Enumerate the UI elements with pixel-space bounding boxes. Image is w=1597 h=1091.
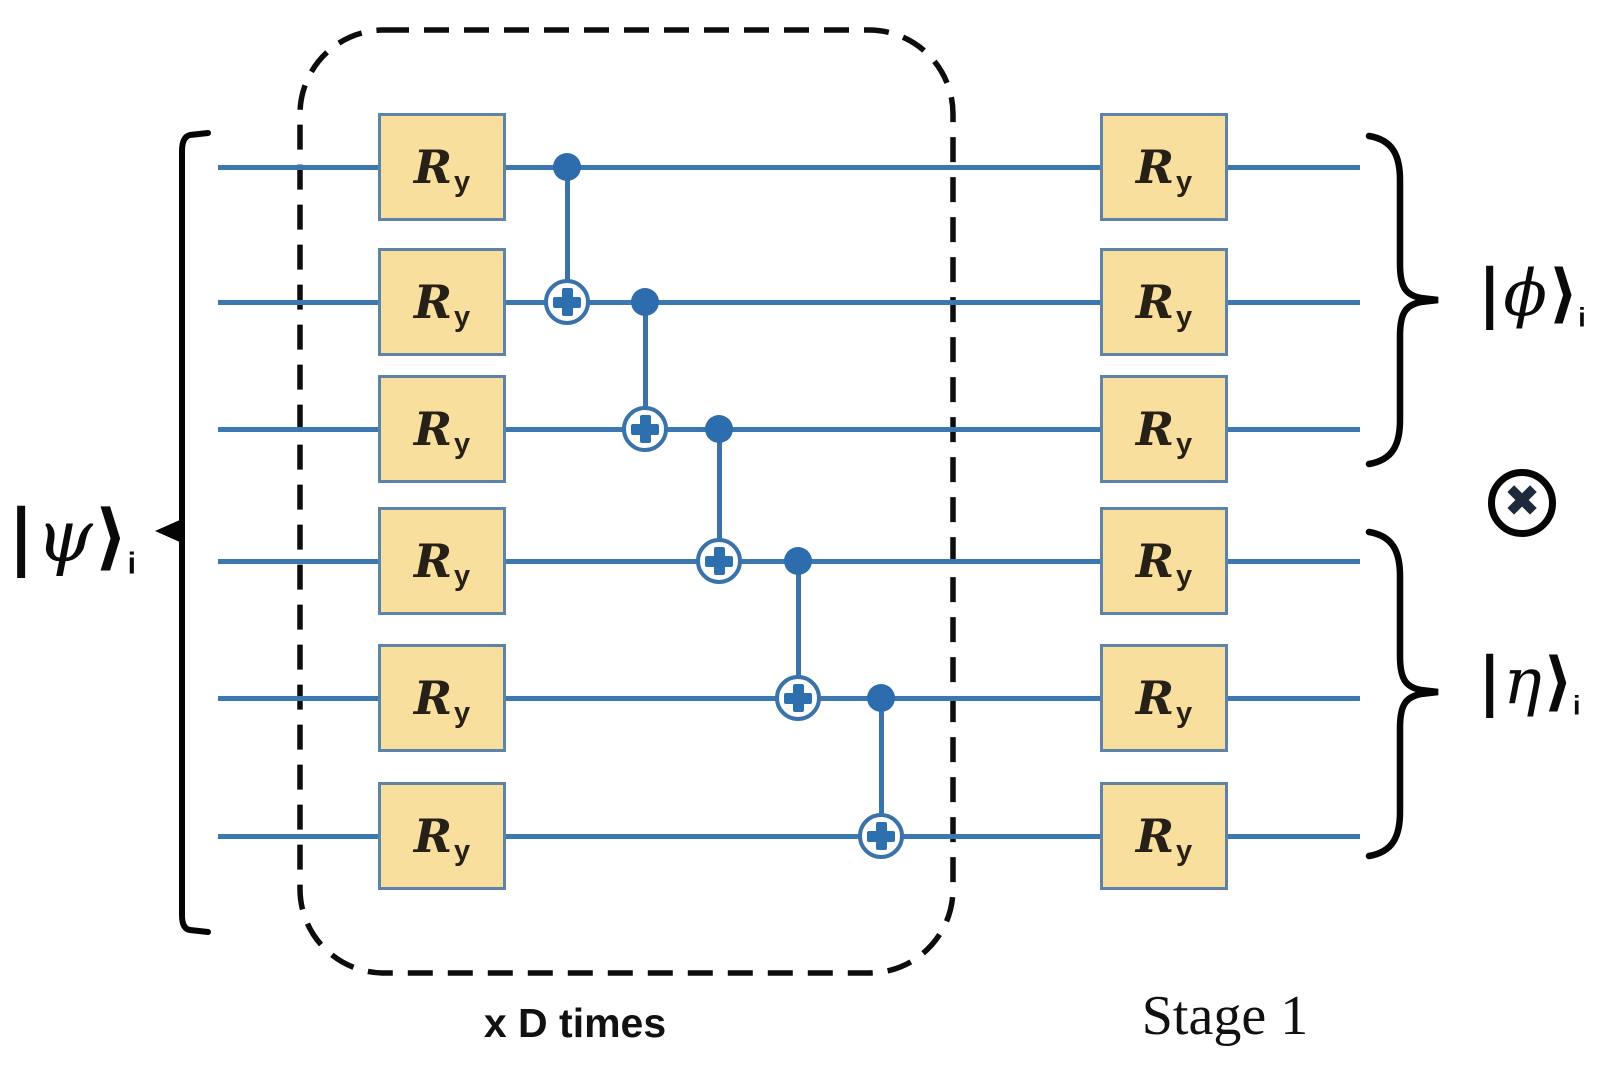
output-ket-phi-label: |ϕ⟩i xyxy=(1478,262,1586,331)
ket-angle: ⟩ xyxy=(94,494,128,578)
qubit-wire-6 xyxy=(218,834,1360,839)
cnot-control-5 xyxy=(867,684,895,712)
ket-subscript: i xyxy=(1572,690,1581,721)
qubit-wire-3 xyxy=(218,427,1360,432)
qubit-wire-1 xyxy=(218,165,1360,170)
gate-label: R xyxy=(413,671,453,725)
phi-brace xyxy=(1365,132,1439,468)
gate-label: R xyxy=(1135,140,1175,194)
gate-label: R xyxy=(1135,671,1175,725)
ket-bar: | xyxy=(1478,257,1502,331)
tensor-product-icon: ✖ xyxy=(1488,469,1556,537)
ket-angle: ⟩ xyxy=(1549,257,1579,331)
gate-label: R xyxy=(1135,275,1175,329)
gate-label-sub: y xyxy=(454,696,471,729)
gate-label-sub: y xyxy=(1176,559,1193,592)
cnot-target-icon-1 xyxy=(544,279,590,325)
gate-label-sub: y xyxy=(454,427,471,460)
ket-bar: | xyxy=(1478,645,1502,719)
gate-label: R xyxy=(1135,402,1175,456)
cnot-control-1 xyxy=(553,153,581,181)
input-ket-label: |ψ⟩i xyxy=(8,500,136,580)
cnot-target-icon-2 xyxy=(622,406,668,452)
input-bracket-tick xyxy=(155,519,182,543)
ket-letter-phi: ϕ xyxy=(1503,257,1547,331)
gate-label-sub: y xyxy=(1176,834,1193,867)
cnot-plus-v xyxy=(639,415,651,443)
cnot-control-2 xyxy=(631,288,659,316)
ket-angle: ⟩ xyxy=(1543,645,1573,719)
gate-label: R xyxy=(1135,809,1175,863)
gate-label: R xyxy=(413,402,453,456)
stage-label: Stage 1 xyxy=(1141,985,1309,1047)
gate-label-sub: y xyxy=(1176,165,1193,198)
output-ket-eta-label: |η⟩i xyxy=(1478,650,1580,719)
gate-label-sub: y xyxy=(1176,696,1193,729)
gate-label: R xyxy=(1135,534,1175,588)
cnot-plus-v xyxy=(792,684,804,712)
gate-label: R xyxy=(413,809,453,863)
cnot-target-icon-3 xyxy=(696,538,742,584)
gate-label-sub: y xyxy=(1176,427,1193,460)
gate-label-sub: y xyxy=(454,300,471,333)
gate-label-sub: y xyxy=(454,559,471,592)
gate-label-sub: y xyxy=(454,834,471,867)
cnot-control-3 xyxy=(705,415,733,443)
tensor-x-glyph: ✖ xyxy=(1503,476,1541,527)
ket-subscript: i xyxy=(127,547,137,581)
cnot-control-4 xyxy=(784,547,812,575)
gate-label-sub: y xyxy=(454,165,471,198)
ket-letter-psi: ψ xyxy=(36,494,93,578)
ket-bar: | xyxy=(8,494,35,578)
gate-label: R xyxy=(413,534,453,588)
cnot-plus-v xyxy=(875,822,887,850)
eta-brace xyxy=(1365,528,1439,860)
gate-label: R xyxy=(413,140,453,194)
cnot-target-icon-4 xyxy=(775,675,821,721)
qubit-wire-2 xyxy=(218,300,1360,305)
cnot-target-icon-5 xyxy=(858,813,904,859)
gate-label: R xyxy=(413,275,453,329)
ket-subscript: i xyxy=(1578,302,1586,333)
repeat-label: x D times xyxy=(483,1000,667,1046)
input-bracket xyxy=(179,130,211,935)
cnot-plus-v xyxy=(561,288,573,316)
ket-letter-eta: η xyxy=(1503,645,1542,719)
gate-label-sub: y xyxy=(1176,300,1193,333)
cnot-plus-v xyxy=(713,547,725,575)
